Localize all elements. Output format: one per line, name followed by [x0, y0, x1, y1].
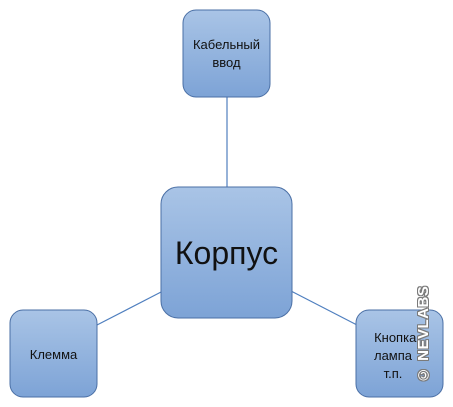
node-cable-entry-line-2: ввод — [212, 55, 241, 70]
node-terminal-label: Клемма — [30, 347, 78, 362]
node-cable-entry[interactable]: Кабельный ввод — [182, 9, 271, 98]
watermark: © NEVLABS — [415, 285, 432, 383]
node-housing[interactable]: Корпус — [160, 186, 293, 319]
connector-right — [290, 290, 358, 326]
node-terminal[interactable]: Клемма — [9, 309, 98, 398]
node-cable-entry-line-1: Кабельный — [193, 37, 260, 52]
node-button-lamp-line-2: лампа — [374, 348, 413, 363]
node-button-lamp[interactable]: Кнопка, лампа т.п. — [355, 309, 444, 398]
node-housing-label: Корпус — [175, 235, 278, 271]
node-button-lamp-line-1: Кнопка, — [374, 330, 420, 345]
connector-left — [96, 290, 164, 326]
node-button-lamp-line-3: т.п. — [384, 366, 403, 381]
